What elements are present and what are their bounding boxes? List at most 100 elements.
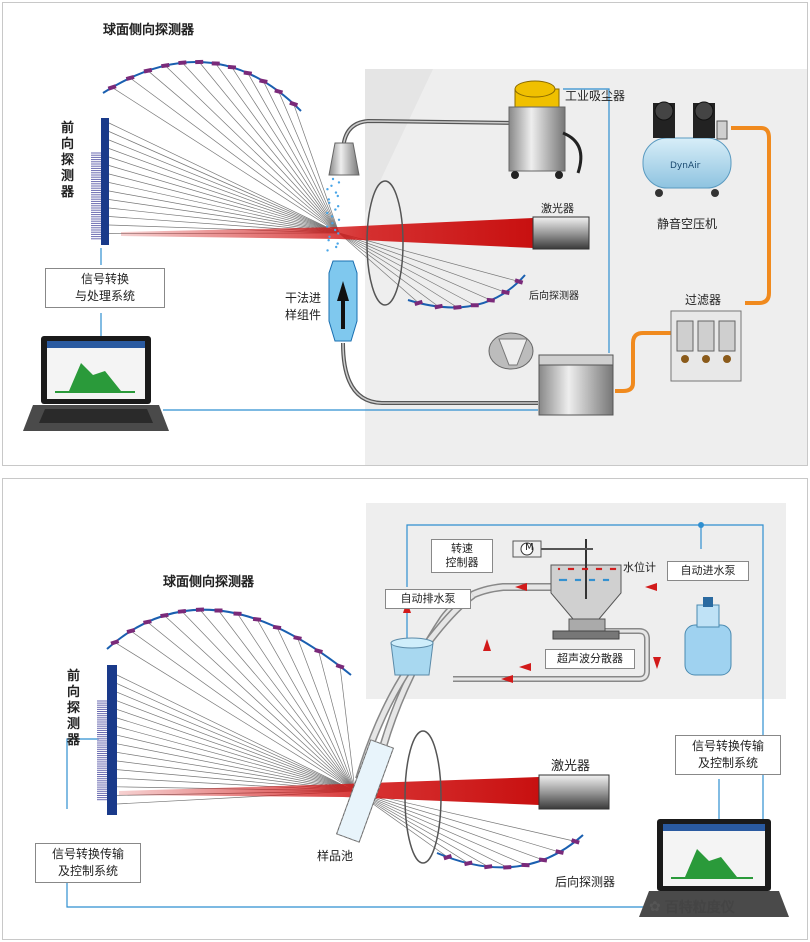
scatter-ray: [116, 700, 356, 792]
scatter-ray: [108, 190, 340, 234]
scatter-ray: [108, 173, 340, 234]
particle: [327, 239, 330, 242]
dry-diagram-graphics: [23, 59, 807, 465]
tank-particle: [567, 567, 571, 571]
scatter-ray: [247, 72, 340, 234]
laser-device: [538, 774, 610, 810]
scatter-ray: [116, 752, 356, 792]
particle: [336, 194, 339, 198]
scatter-ray: [116, 683, 356, 792]
sample-cell: [335, 739, 395, 843]
laser-label: 激光器: [541, 202, 574, 215]
scatter-ray: [108, 182, 340, 234]
scatter-ray: [338, 232, 439, 307]
scatter-ray: [276, 627, 356, 792]
detector-element: [314, 647, 323, 654]
detector-element: [453, 304, 462, 310]
laser-beam: [121, 218, 533, 248]
level-gauge-label: 水位计: [623, 561, 656, 574]
scatter-ray: [354, 790, 576, 842]
filter-label: 过滤器: [685, 293, 722, 307]
detector-element: [538, 857, 548, 863]
watermark-text: 百特粒度仪: [664, 900, 735, 916]
scatter-ray: [354, 790, 526, 866]
detector-element: [177, 608, 187, 614]
sphere-detector-arc: [106, 608, 352, 676]
detector-element: [143, 619, 152, 625]
scatter-ray: [198, 61, 340, 234]
detector-element: [195, 607, 205, 612]
forward-detector: [101, 118, 109, 245]
scatter-ray: [338, 232, 458, 308]
tank-particle: [583, 567, 587, 571]
drain-bucket: [390, 637, 434, 676]
detector-element: [214, 608, 223, 613]
forward-detector-label: 前向探测器: [67, 669, 81, 748]
detector-element: [483, 864, 493, 870]
detector-element: [227, 64, 237, 70]
scatter-ray: [129, 77, 340, 234]
tank-particle: [595, 567, 599, 571]
scatter-ray: [114, 642, 356, 792]
detector-element: [335, 663, 345, 670]
tank-particle: [571, 567, 575, 571]
detector-element: [293, 635, 302, 641]
scatter-ray: [215, 63, 340, 234]
detector-element: [443, 854, 453, 861]
scatter-ray: [297, 637, 356, 792]
scatter-ray: [116, 691, 356, 792]
particle: [333, 228, 337, 232]
sphere-detector-label: 球面侧向探测器: [103, 23, 195, 38]
detector-element: [161, 63, 170, 69]
tank-particle: [564, 578, 568, 582]
detector-element: [107, 84, 117, 91]
tank-particle: [578, 578, 582, 582]
scatter-ray: [181, 611, 356, 792]
detector-element: [195, 59, 204, 65]
motor-symbol: M: [525, 542, 534, 553]
forward-detector-label: 前向探测器: [61, 121, 75, 200]
scatter-ray: [147, 621, 356, 792]
back-detector-arc: [436, 834, 584, 869]
watermark: ✿ 百特粒度仪: [649, 897, 735, 917]
scatter-ray: [165, 65, 340, 234]
tank-particle: [560, 578, 564, 582]
fourier-lens: [404, 730, 442, 864]
wechat-icon: ✿: [649, 899, 661, 915]
detector-element: [110, 639, 120, 646]
particle: [334, 191, 338, 194]
particle: [337, 232, 340, 235]
tank-particle: [613, 567, 617, 571]
tank-particle: [581, 567, 585, 571]
scatter-ray: [338, 232, 491, 301]
detector-element: [570, 838, 580, 845]
scatter-ray: [263, 81, 340, 234]
air-compressor: [642, 101, 732, 197]
detector-element: [143, 67, 153, 74]
detector-element: [289, 100, 299, 108]
scatter-ray: [231, 67, 340, 234]
detector-element: [414, 299, 423, 307]
scatter-ray: [130, 630, 356, 792]
scatter-ray: [108, 122, 340, 234]
tank-particle: [557, 567, 561, 571]
detector-element: [274, 88, 284, 95]
laser-device: [532, 216, 590, 250]
scatter-ray: [256, 619, 356, 792]
tank-particle: [576, 578, 580, 582]
scatter-ray: [108, 156, 340, 234]
auto-inlet-pump-box: 自动进水泵: [667, 561, 749, 581]
scatter-ray: [354, 790, 489, 868]
sample-cell-label: 样品池: [317, 849, 354, 863]
scatter-ray: [354, 790, 508, 868]
scatter-ray: [339, 666, 356, 792]
scatter-ray: [293, 103, 340, 234]
laser-label: 激光器: [551, 759, 591, 774]
scatter-ray: [182, 62, 340, 234]
vibration-feeder: [488, 332, 614, 416]
detector-element: [252, 616, 262, 622]
scatter-ray: [108, 165, 340, 234]
scatter-ray: [338, 232, 475, 306]
detector-element: [272, 624, 282, 631]
scatter-ray: [354, 790, 544, 861]
